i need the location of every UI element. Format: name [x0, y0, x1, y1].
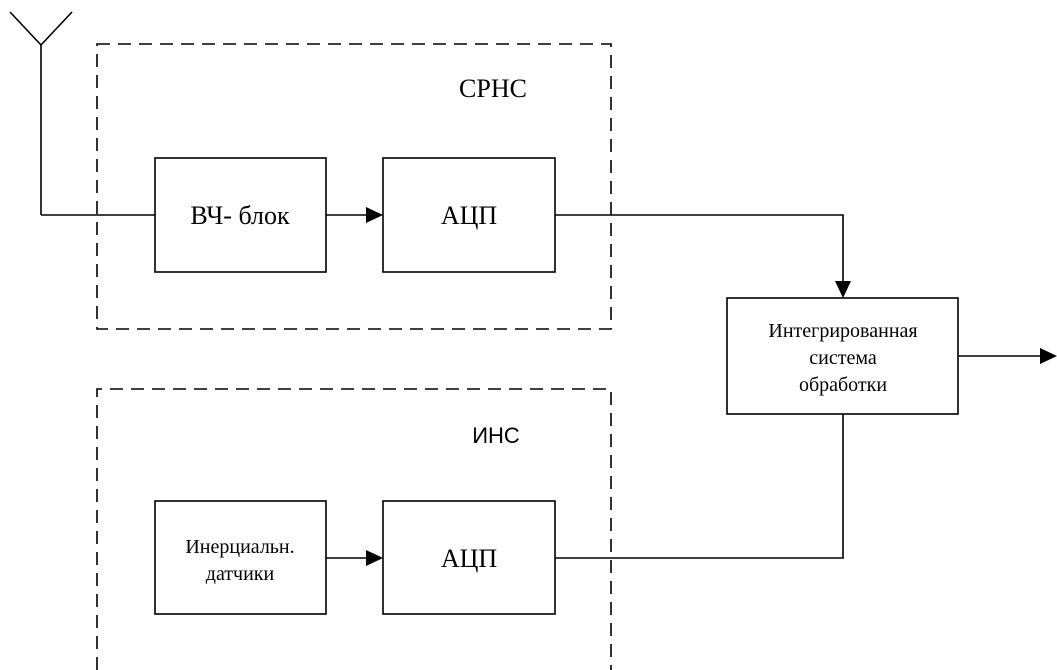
rf-block: ВЧ- блок [154, 157, 327, 273]
sensors-to-adc-arrow [326, 550, 383, 566]
inertial-sensors-block: Инерциальн. датчики [154, 500, 327, 615]
ins-group-boundary [96, 388, 612, 670]
adc-top-label: АЦП [441, 201, 498, 230]
integrated-system-block: Интегрированная система обработки [726, 297, 959, 415]
output-arrow [958, 348, 1057, 364]
srns-group-label: СРНС [459, 74, 527, 103]
inertial-sensors-label-line-2: датчики [206, 563, 275, 585]
srns-group-boundary [96, 43, 612, 330]
integrated-system-label-line-1: Интегрированная [768, 320, 917, 342]
adc-top-to-integrated-arrow [555, 214, 851, 298]
rf-block-label: ВЧ- блок [190, 201, 290, 230]
adc-top-block: АЦП [382, 157, 556, 273]
ins-group-label: ИНС [472, 423, 520, 448]
inertial-sensors-label-line-1: Инерциальн. [185, 536, 294, 558]
adc-bottom-block: АЦП [382, 500, 556, 615]
adc-bottom-label: АЦП [441, 544, 498, 573]
integrated-system-label-line-3: обработки [799, 374, 887, 396]
integrated-system-label-line-2: система [809, 347, 877, 369]
antenna-icon [9, 11, 73, 215]
rf-to-adc-arrow [326, 207, 383, 223]
